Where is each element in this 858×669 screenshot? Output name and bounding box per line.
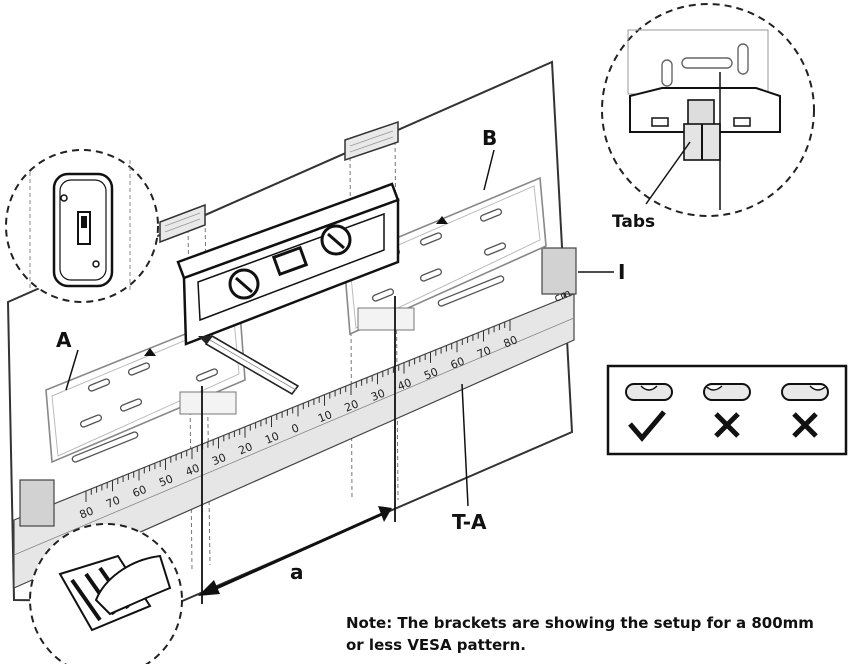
cross-icon — [792, 412, 818, 438]
ruler-number: 20 — [237, 440, 255, 457]
label-template-ta: T-A — [452, 510, 487, 534]
ruler-number: 50 — [422, 365, 440, 382]
detail-tabs — [601, 3, 815, 217]
bracket-a — [45, 310, 246, 464]
leader-lines — [65, 149, 614, 507]
tape-right — [541, 247, 577, 295]
label-distance-a: a — [290, 560, 304, 584]
label-tape-i: I — [618, 260, 626, 284]
ruler-number: 30 — [210, 451, 228, 468]
level-legend — [606, 364, 848, 456]
ruler-number: 50 — [157, 472, 175, 489]
ruler-number: 60 — [131, 483, 149, 500]
detail-switch-plate — [5, 149, 159, 303]
ruler-unit-label: cm — [552, 286, 572, 304]
ruler-number: 20 — [343, 397, 361, 414]
ruler-number: 70 — [104, 494, 122, 511]
spirit-level — [176, 182, 400, 346]
check-icon — [628, 410, 666, 442]
pencil — [198, 334, 300, 396]
dimension-arrow-a — [198, 506, 392, 596]
stud-blocks — [159, 120, 399, 244]
label-tabs: Tabs — [612, 212, 656, 232]
ruler-number: 70 — [475, 344, 493, 361]
tape-left — [19, 479, 55, 527]
ruler-number: 10 — [263, 429, 281, 446]
detail-hand-tape — [29, 523, 183, 669]
ruler-number: 40 — [184, 462, 202, 479]
ruler-number: 10 — [316, 408, 334, 425]
ruler-number: 30 — [369, 387, 387, 404]
template-center-line — [13, 317, 575, 556]
setup-note: Note: The brackets are showing the setup… — [346, 614, 814, 654]
ruler-number: 80 — [78, 504, 96, 521]
template-strip — [13, 293, 575, 589]
cross-icon — [714, 412, 740, 438]
label-bracket-b: B — [482, 126, 498, 150]
ruler-number: 80 — [502, 333, 520, 350]
label-bracket-a: A — [56, 328, 72, 352]
ruler-numbers: 0 10 20 30 40 50 60 70 80 10 20 30 40 50 60 70 80 — [78, 333, 520, 521]
ruler-number: 60 — [449, 355, 467, 372]
ruler-number: 0 — [290, 421, 301, 436]
ruler-number: 40 — [396, 376, 414, 393]
